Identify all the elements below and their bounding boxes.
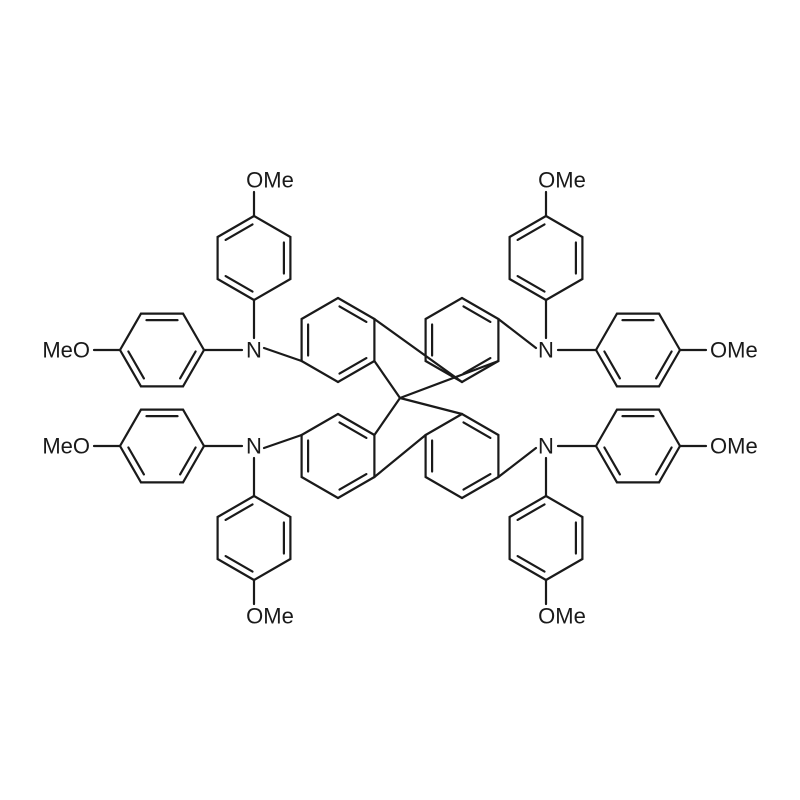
ring-bond [508,494,548,519]
five-ring-bond [373,359,402,400]
ring-bond [252,214,292,239]
ring-bond [460,359,500,384]
ring-bond [336,475,376,500]
methoxy-label: OMe [246,604,294,629]
ring-bond [336,296,376,321]
ring-bond [181,312,206,352]
ring-bond [300,475,340,500]
ring-bond [460,475,500,500]
c-n-bond [262,433,303,450]
aromatic-bond [462,357,492,375]
ring-bond [118,312,143,352]
ring-bond [252,557,292,582]
aromatic-bond [603,446,622,476]
ring-bond [657,444,682,484]
ring-bond [216,557,256,582]
aromatic-bond [462,305,492,323]
aromatic-bond [179,350,197,380]
ring-bond [508,214,548,239]
aromatic-bond [603,350,622,380]
ring-bond [544,214,584,239]
aromatic-bond [224,275,254,293]
ring-bond [300,412,340,437]
c-n-bond [497,317,538,350]
aromatic-bond [516,554,546,573]
ring-bond [594,312,619,352]
ring-bond [460,296,500,321]
ring-bond [181,348,206,388]
aromatic-bond [127,446,145,476]
methoxy-label: OMe [246,168,294,193]
ring-bond [544,494,584,519]
bond-layer [92,190,708,606]
ring-bond [508,557,548,582]
methoxy-label: OMe [538,168,586,193]
ring-bond [181,408,206,448]
ring-bond [118,348,143,388]
ring-bond [460,412,500,437]
five-ring-bond [373,433,427,479]
aromatic-bond [516,223,546,241]
ring-bond [252,277,292,302]
aromatic-bond [224,223,254,241]
aromatic-bond [224,554,254,573]
aromatic-bond [338,421,368,439]
aromatic-bond [462,421,492,439]
ring-bond [544,557,584,582]
nitrogen-label: N [538,434,554,459]
five-ring-bond [398,359,500,400]
five-ring-bond [373,396,402,437]
ring-bond [252,494,292,519]
methoxy-label: OMe [538,604,586,629]
ring-bond [424,475,464,500]
ring-bond [594,408,619,448]
aromatic-bond [516,503,546,522]
ring-bond [216,277,256,302]
ring-bond [424,296,464,321]
ring-bond [216,214,256,239]
ring-bond [657,348,682,388]
five-ring-bond [373,317,464,384]
ring-bond [181,444,206,484]
ring-bond [508,277,548,302]
nitrogen-label: N [538,338,554,363]
aromatic-bond [654,350,673,380]
c-n-bond [262,346,303,363]
methoxy-label: MeO [42,338,90,363]
nitrogen-label: N [246,338,262,363]
c-n-bond [497,446,538,479]
five-ring-bond [398,396,464,416]
ring-bond [300,359,340,384]
ring-bond [336,359,376,384]
nitrogen-label: N [246,434,262,459]
ring-bond [216,494,256,519]
methoxy-label: OMe [710,434,758,459]
aromatic-bond [462,473,492,491]
ring-bond [118,408,143,448]
ring-bond [118,444,143,484]
ring-bond [594,348,619,388]
aromatic-bond [127,350,145,380]
ring-bond [657,408,682,448]
aromatic-bond [179,446,197,476]
aromatic-bond [224,503,254,522]
ring-bond [657,312,682,352]
methoxy-label: OMe [710,338,758,363]
aromatic-bond [654,446,673,476]
aromatic-bond [338,473,368,491]
ring-bond [544,277,584,302]
aromatic-bond [516,275,546,293]
aromatic-bond [338,357,368,375]
aromatic-bond [338,305,368,323]
ring-bond [336,412,376,437]
ring-bond [300,296,340,321]
ring-bond [594,444,619,484]
methoxy-label: MeO [42,434,90,459]
ring-bond [424,412,464,437]
